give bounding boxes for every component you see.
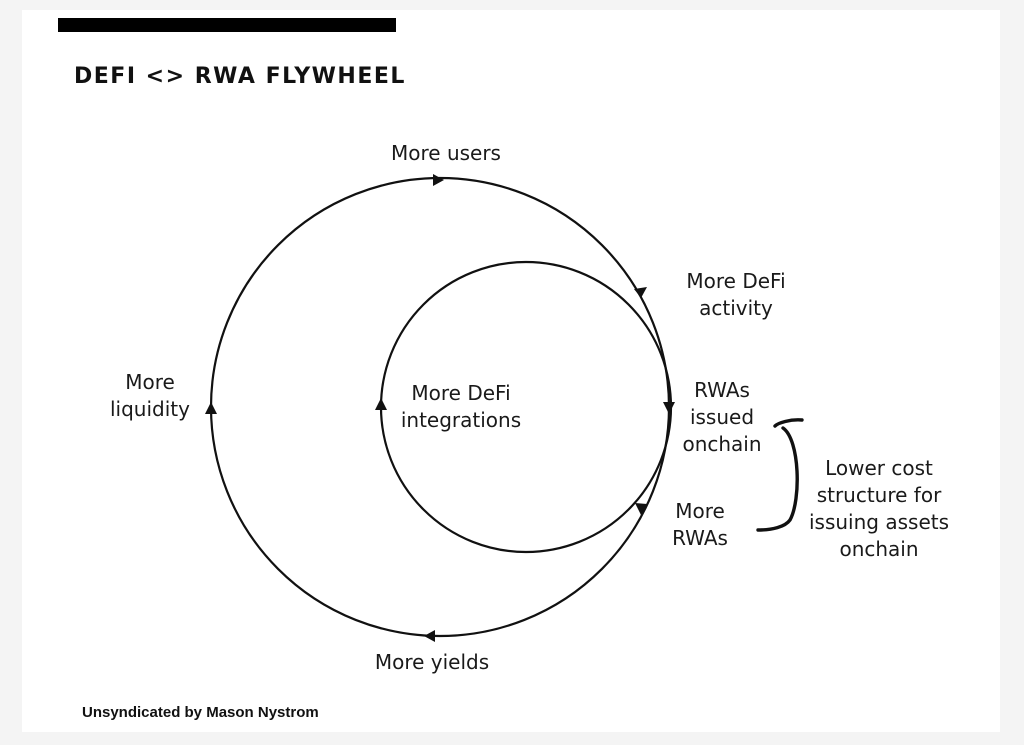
arrow-defi-activity-icon <box>634 287 647 298</box>
side-bracket <box>756 418 804 532</box>
arrow-right-icon <box>663 402 675 414</box>
label-lower-cost-note: Lower cost structure for issuing assets … <box>808 456 950 561</box>
label-more-liquidity: More liquidity <box>110 370 190 421</box>
label-rwas-issued-onchain: RWAs issued onchain <box>682 378 762 456</box>
label-more-defi-activity: More DeFi activity <box>686 269 786 320</box>
footer-credit: Unsyndicated by Mason Nystrom <box>82 704 319 721</box>
page-title: DEFI <> RWA FLYWHEEL <box>74 64 406 89</box>
arrow-more-rwas-icon <box>635 503 647 515</box>
diagram-card <box>22 10 1000 732</box>
arrow-top-icon <box>433 174 444 186</box>
arrow-left-icon <box>205 402 217 414</box>
top-accent-bar <box>58 18 396 32</box>
label-more-yields: More yields <box>374 650 490 674</box>
arrow-inner-left-icon <box>375 398 387 410</box>
label-more-users: More users <box>391 141 501 165</box>
label-more-rwas: More RWAs <box>672 499 728 550</box>
arrow-bottom-icon <box>424 630 435 642</box>
label-more-defi-integrations: More DeFi integrations <box>400 381 522 432</box>
